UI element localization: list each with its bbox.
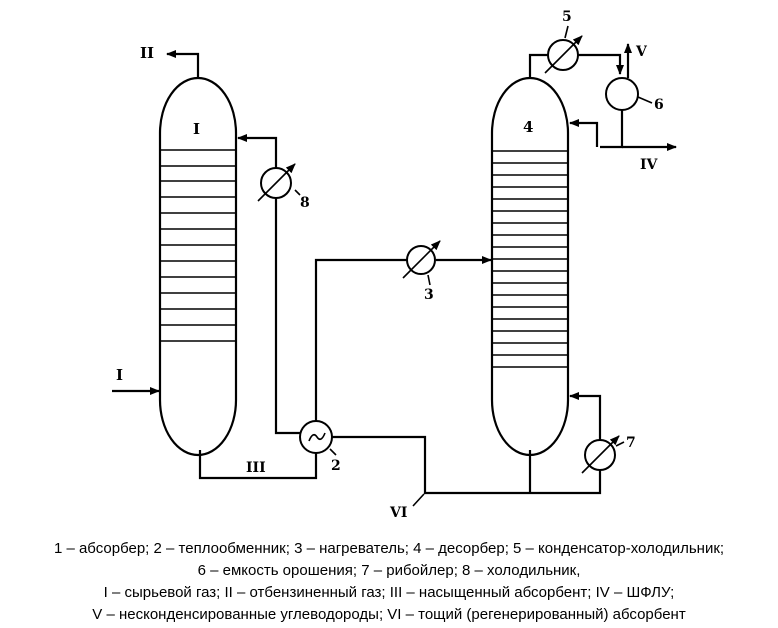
- legend-line-1: 1 – абсорбер; 2 – теплообменник; 3 – наг…: [53, 540, 725, 557]
- reflux-drum-6-label: 6: [654, 97, 664, 113]
- desorber-label: 4: [523, 118, 533, 136]
- heater-3: 3: [402, 240, 441, 303]
- legend-line-3: I – сырьевой газ; II – отбензиненный газ…: [103, 584, 675, 601]
- desorber-column: 4: [490, 76, 570, 457]
- absorber-trays: [160, 149, 236, 342]
- cooler-8: 8: [257, 163, 310, 211]
- desorber-trays: [492, 150, 568, 368]
- stream-VI-label: VI: [389, 505, 407, 520]
- heater-3-label: 3: [424, 287, 434, 303]
- cooler-8-label: 8: [300, 195, 310, 211]
- legend-line-4: V – несконденсированные углеводороды; VI…: [92, 606, 686, 623]
- reflux-drum-6: 6: [605, 77, 664, 113]
- process-flow-diagram: I 4 I: [112, 9, 677, 520]
- stream-I-feed-line: I: [112, 366, 160, 395]
- legend-line-2: 6 – емкость орошения; 7 – рибойлер; 8 – …: [197, 562, 581, 579]
- reflux-and-product-line: IV: [569, 110, 677, 173]
- reboiler-7-label: 7: [626, 435, 636, 451]
- reboiler-7: 7: [569, 392, 636, 474]
- condenser-5: 5: [544, 9, 583, 74]
- stream-III-label: III: [246, 460, 266, 476]
- stream-II-line: II: [140, 44, 200, 78]
- lean-absorbent-recycle-line: [237, 134, 303, 435]
- stream-V-label: V: [635, 44, 648, 60]
- heat-exchanger-2-label: 2: [331, 458, 341, 474]
- stream-IV-label: IV: [640, 157, 659, 173]
- stream-III-line: III: [198, 450, 318, 480]
- absorber-label: I: [193, 120, 200, 138]
- rich-absorbent-to-desorber-line: [314, 256, 492, 421]
- stream-II-label: II: [140, 44, 154, 62]
- stream-VI-line: VI: [332, 435, 602, 520]
- stream-V-line: V: [624, 43, 648, 78]
- stream-I-label: I: [116, 366, 123, 384]
- desorber-overhead-line: [528, 53, 624, 78]
- condenser-5-label: 5: [562, 9, 572, 25]
- heat-exchanger-2: 2: [299, 420, 341, 474]
- diagram-legend: 1 – абсорбер; 2 – теплообменник; 3 – наг…: [0, 538, 778, 626]
- absorber-column: I: [158, 76, 238, 457]
